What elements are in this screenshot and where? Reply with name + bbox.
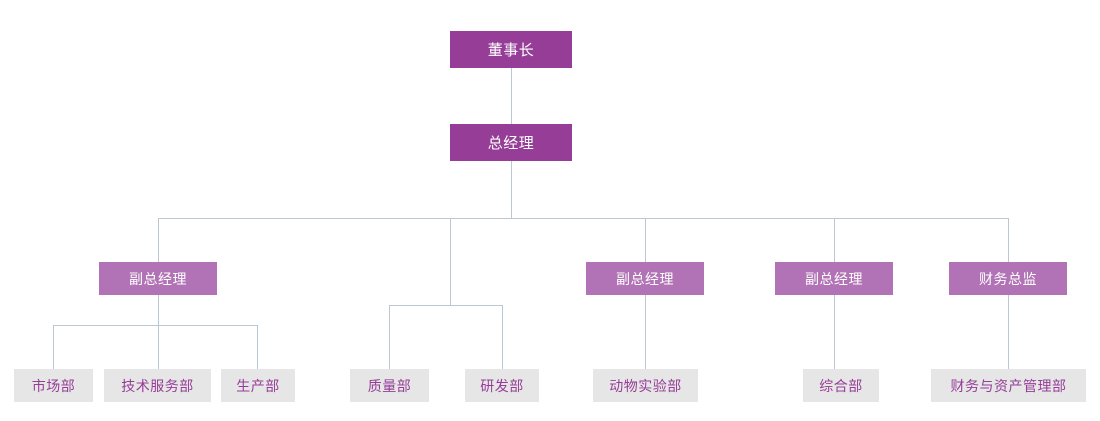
connector-drop-vp4: [834, 218, 835, 262]
connector-vp2-dept2: [502, 305, 503, 369]
node-dept-tech-service[interactable]: 技术服务部: [104, 369, 211, 402]
node-cfo[interactable]: 财务总监: [949, 262, 1067, 295]
node-chairman[interactable]: 董事长: [450, 31, 572, 68]
connector-vp3-dept: [645, 295, 646, 369]
connector-chairman-to-gm: [511, 68, 512, 124]
connector-vp2-dept1: [389, 305, 390, 369]
node-dept-rd[interactable]: 研发部: [465, 369, 539, 402]
connector-drop-vp2: [450, 218, 451, 305]
connector-drop-vp3: [645, 218, 646, 262]
connector-vp4-dept: [834, 295, 835, 369]
connector-vp1-dept3: [257, 325, 258, 369]
node-dept-animal-lab[interactable]: 动物实验部: [593, 369, 698, 402]
node-vice-gm-3[interactable]: 副总经理: [775, 262, 893, 295]
node-dept-finance-asset[interactable]: 财务与资产管理部: [931, 369, 1086, 402]
connector-gm-down: [511, 161, 512, 218]
connector-vp1-bus: [53, 325, 258, 326]
connector-vp1-down: [158, 295, 159, 325]
node-vice-gm-2[interactable]: 副总经理: [586, 262, 704, 295]
node-dept-general-affairs[interactable]: 综合部: [803, 369, 879, 402]
connector-drop-cfo: [1008, 218, 1009, 262]
connector-vp1-dept2: [158, 325, 159, 369]
node-dept-marketing[interactable]: 市场部: [14, 369, 93, 402]
node-dept-production[interactable]: 生产部: [221, 369, 295, 402]
node-general-manager[interactable]: 总经理: [450, 124, 572, 161]
connector-drop-vp1: [158, 218, 159, 262]
connector-vp1-dept1: [53, 325, 54, 369]
node-vice-gm-1[interactable]: 副总经理: [99, 262, 217, 295]
node-dept-quality[interactable]: 质量部: [350, 369, 429, 402]
connector-level3-bus: [158, 218, 1009, 219]
connector-cfo-dept: [1008, 295, 1009, 369]
connector-vp2-bus: [389, 305, 503, 306]
